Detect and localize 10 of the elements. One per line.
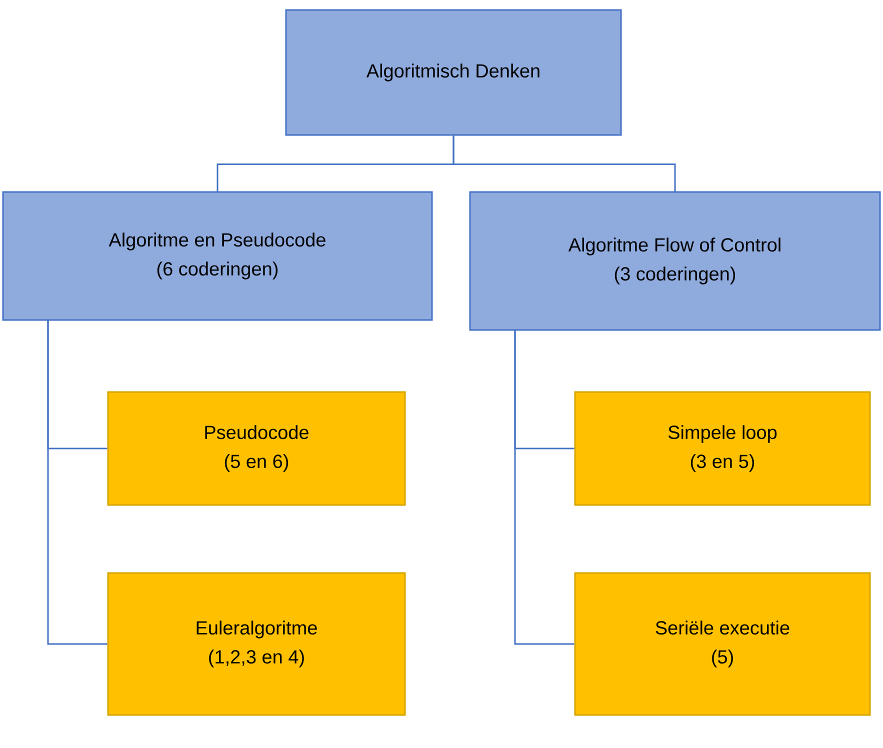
- topic-box: Simpele loop (3 en 5): [574, 391, 871, 506]
- connector-line: [47, 320, 108, 645]
- topic-box: Euleralgoritme (1,2,3 en 4): [107, 572, 406, 716]
- topic-box: Pseudocode (5 en 6): [107, 391, 406, 506]
- category-box: Algoritme Flow of Control (3 coderingen): [469, 191, 881, 331]
- topic-box: Seriële executie (5): [574, 572, 871, 716]
- category-box: Algoritmisch Denken: [285, 9, 622, 136]
- connector-line: [514, 330, 574, 645]
- connector-line: [452, 136, 676, 192]
- category-box: Algoritme en Pseudocode (6 coderingen): [2, 191, 433, 321]
